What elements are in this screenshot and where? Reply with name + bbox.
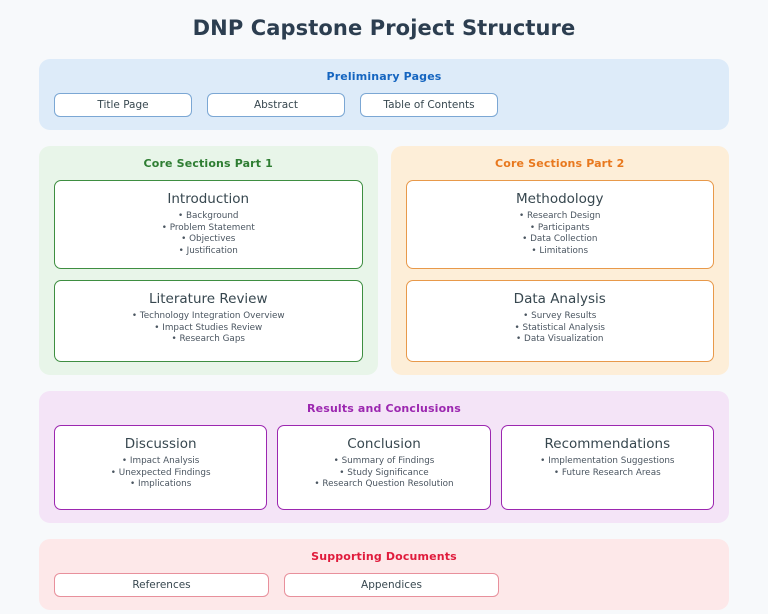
list-item: Impact Analysis <box>111 456 211 468</box>
item-abstract[interactable]: Abstract <box>207 93 345 117</box>
section-core-sections-part-2: Core Sections Part 2 Methodology Researc… <box>390 146 729 375</box>
section-title-preliminary-pages: Preliminary Pages <box>326 70 442 83</box>
item-references[interactable]: References <box>54 572 269 597</box>
card-conclusion[interactable]: Conclusion Summary of Findings Study Sig… <box>277 424 491 510</box>
card-conclusion-items: Summary of Findings Study Significance R… <box>314 456 453 491</box>
item-title-page[interactable]: Title Page <box>54 93 192 117</box>
section-preliminary-pages: Preliminary Pages Title Page Abstract Ta… <box>39 59 729 130</box>
item-title-page-label: Title Page <box>97 99 149 111</box>
section-supporting-documents: Supporting Documents References Appendic… <box>39 538 729 610</box>
card-literature-review-title: Literature Review <box>148 290 268 307</box>
preliminary-pages-items: Title Page Abstract Table of Contents <box>54 93 714 117</box>
list-item: Study Significance <box>314 468 453 480</box>
list-item: Survey Results <box>514 311 605 323</box>
card-introduction-items: Background Problem Statement Objectives … <box>162 211 255 258</box>
list-item: Objectives <box>162 234 255 246</box>
list-item: Statistical Analysis <box>514 323 605 335</box>
card-recommendations-title: Recommendations <box>544 435 671 452</box>
list-item: Unexpected Findings <box>111 468 211 480</box>
section-title-core-sections-part-2: Core Sections Part 2 <box>495 157 625 170</box>
card-methodology-items: Research Design Participants Data Collec… <box>519 211 601 258</box>
list-item: Data Visualization <box>514 334 605 346</box>
list-item: Limitations <box>519 246 601 258</box>
list-item: Research Gaps <box>132 334 285 346</box>
results-cards-row: Discussion Impact Analysis Unexpected Fi… <box>54 424 714 510</box>
page-title: DNP Capstone Project Structure <box>192 16 576 40</box>
item-appendices[interactable]: Appendices <box>284 572 499 597</box>
card-literature-review[interactable]: Literature Review Technology Integration… <box>54 279 363 362</box>
card-data-analysis[interactable]: Data Analysis Survey Results Statistical… <box>405 279 714 362</box>
item-abstract-label: Abstract <box>253 99 299 111</box>
list-item: Research Design <box>519 211 601 223</box>
item-appendices-label: Appendices <box>361 578 422 591</box>
card-methodology-title: Methodology <box>516 191 604 207</box>
list-item: Data Collection <box>519 234 601 246</box>
section-title-supporting-documents: Supporting Documents <box>311 549 457 563</box>
card-data-analysis-items: Survey Results Statistical Analysis Data… <box>514 311 605 346</box>
card-data-analysis-title: Data Analysis <box>513 290 606 307</box>
list-item: Participants <box>519 223 601 235</box>
item-references-label: References <box>132 578 191 591</box>
section-title-core-sections-part-1: Core Sections Part 1 <box>143 157 273 170</box>
card-discussion-title: Discussion <box>124 435 197 452</box>
list-item: Implications <box>111 479 211 491</box>
list-item: Impact Studies Review <box>132 323 285 335</box>
card-conclusion-title: Conclusion <box>347 435 421 452</box>
core-sections-row: Core Sections Part 1 Introduction Backgr… <box>39 146 729 375</box>
list-item: Summary of Findings <box>314 456 453 468</box>
item-table-of-contents-label: Table of Contents <box>383 99 475 111</box>
list-item: Implementation Suggestions <box>540 456 674 468</box>
card-discussion-items: Impact Analysis Unexpected Findings Impl… <box>111 456 211 491</box>
card-literature-review-items: Technology Integration Overview Impact S… <box>132 311 285 346</box>
section-results-and-conclusions: Results and Conclusions Discussion Impac… <box>39 390 729 523</box>
section-core-sections-part-1: Core Sections Part 1 Introduction Backgr… <box>39 146 378 375</box>
card-recommendations[interactable]: Recommendations Implementation Suggestio… <box>500 424 714 510</box>
list-item: Research Question Resolution <box>314 479 453 491</box>
list-item: Background <box>162 211 255 223</box>
list-item: Future Research Areas <box>540 468 674 480</box>
supporting-documents-items: References Appendices <box>54 572 714 597</box>
item-table-of-contents[interactable]: Table of Contents <box>360 93 498 117</box>
list-item: Justification <box>162 246 255 258</box>
card-discussion[interactable]: Discussion Impact Analysis Unexpected Fi… <box>54 424 268 510</box>
card-introduction[interactable]: Introduction Background Problem Statemen… <box>54 180 363 269</box>
list-item: Technology Integration Overview <box>132 311 285 323</box>
section-title-results-and-conclusions: Results and Conclusions <box>307 401 461 415</box>
card-recommendations-items: Implementation Suggestions Future Resear… <box>540 456 674 479</box>
card-introduction-title: Introduction <box>167 191 250 207</box>
card-methodology[interactable]: Methodology Research Design Participants… <box>405 180 714 269</box>
list-item: Problem Statement <box>162 223 255 235</box>
